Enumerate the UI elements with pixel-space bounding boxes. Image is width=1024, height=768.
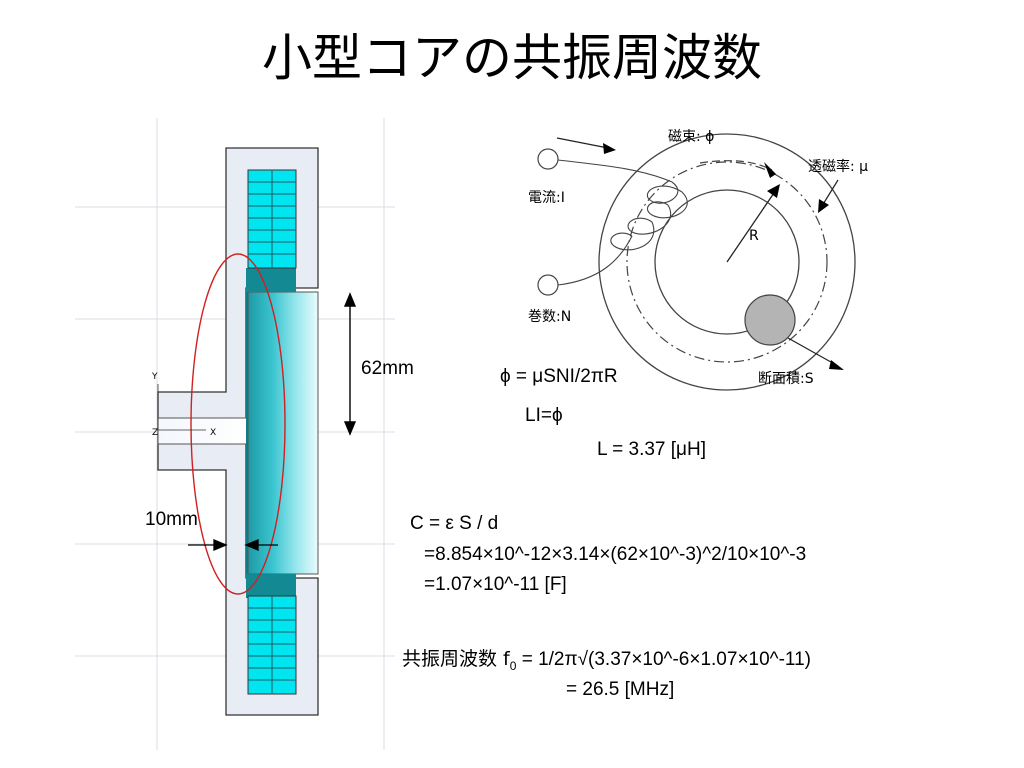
li-equation: LI=ϕ — [525, 405, 563, 426]
axis-z-label: Z — [152, 428, 159, 438]
core-cross-section — [75, 118, 395, 750]
current-label: 電流:I — [528, 190, 565, 206]
dim-62mm-label: 62mm — [361, 358, 414, 379]
page-title: 小型コアの共振周波数 — [262, 29, 762, 87]
toroid-diagram — [537, 133, 856, 391]
capacitance-equation: C = ε S / d — [410, 513, 499, 534]
inductance-value: L = 3.37 [μH] — [597, 439, 706, 460]
top-coil — [247, 169, 297, 269]
resonance-calculation: = 1/2π√(3.37×10^-6×1.07×10^-11) — [516, 649, 811, 670]
flux-label: 磁束: ϕ — [668, 129, 715, 145]
bottom-coil — [247, 595, 297, 695]
permeability-label: 透磁率: μ — [808, 159, 869, 175]
cross-section-area — [744, 294, 796, 346]
capacitance-result: =1.07×10^-11 [F] — [424, 574, 567, 595]
area-label: 断面積:S — [758, 371, 814, 387]
resonance-subscript: 0 — [509, 658, 517, 673]
toroid-inner-ring — [654, 189, 800, 335]
axis-triad — [157, 384, 206, 431]
mean-path — [626, 161, 828, 363]
axis-y-label: Y — [152, 372, 158, 382]
radius-label: R — [749, 228, 759, 244]
dim-62mm-arrow — [343, 292, 357, 436]
dim-10mm-label: 10mm — [145, 509, 198, 530]
terminal-bottom — [537, 274, 559, 296]
resonance-label: 共振周波数 f — [402, 648, 510, 670]
dim-10mm-arrows — [188, 539, 278, 551]
terminal-top — [537, 148, 559, 170]
shaft-stub — [157, 417, 251, 445]
toroid-outer-ring — [598, 133, 856, 391]
gap-highlight-ellipse — [190, 253, 286, 595]
winding-wires — [557, 159, 688, 286]
resonance-equation: 共振周波数 f0 = 1/2π√(3.37×10^-6×1.07×10^-11) — [402, 647, 811, 678]
axis-x-label: X — [210, 428, 217, 438]
flux-equation: ϕ = μSNI/2πR — [500, 366, 618, 387]
capacitance-calculation: =8.854×10^-12×3.14×(62×10^-3)^2/10×10^-3 — [424, 544, 807, 565]
resonance-result: = 26.5 [MHz] — [566, 679, 675, 700]
turns-label: 巻数:N — [528, 309, 572, 325]
